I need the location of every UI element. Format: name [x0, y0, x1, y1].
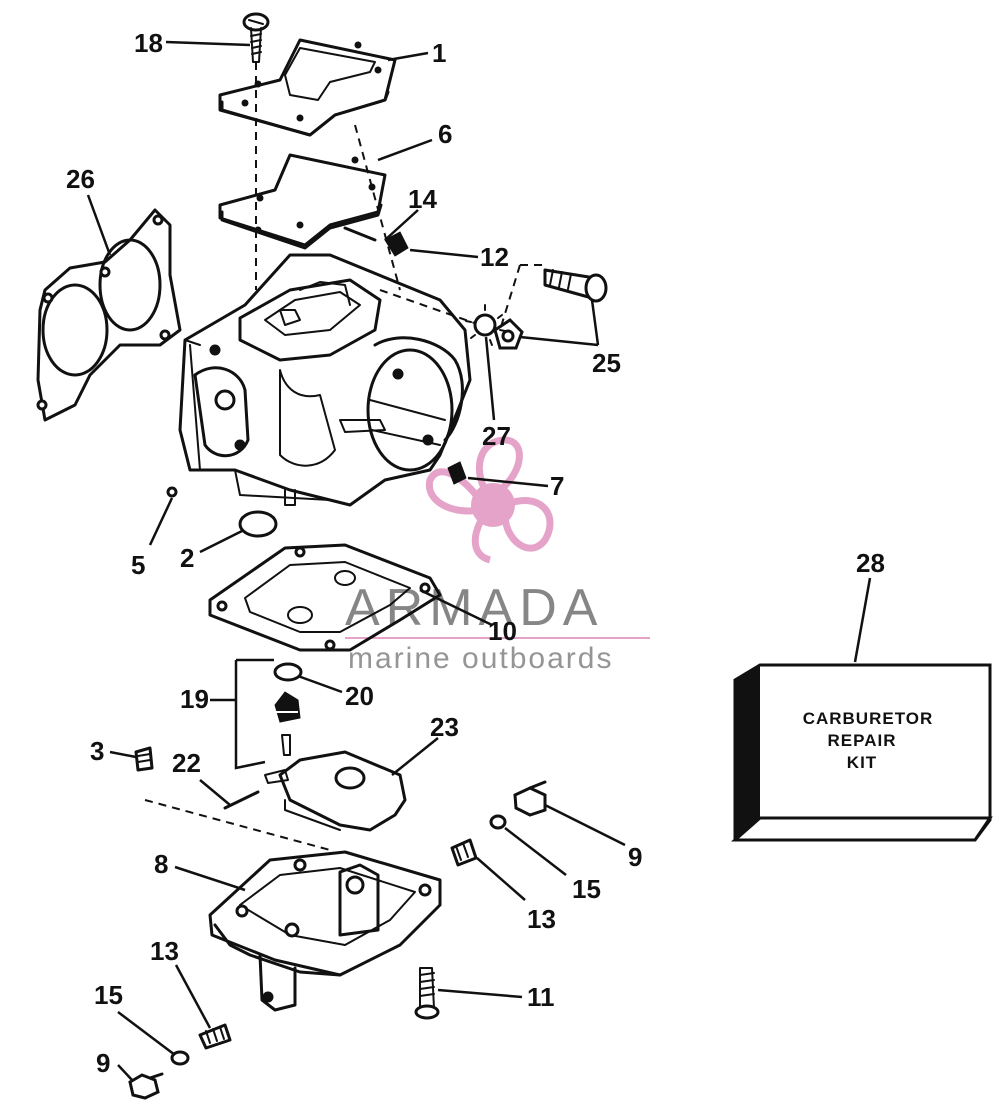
part-28-repair-kit-box: CARBURETOR REPAIR KIT — [731, 663, 993, 842]
kit-label-line1: CARBURETOR — [803, 709, 934, 728]
callout-20: 20 — [345, 681, 374, 711]
part-2-plug — [238, 510, 278, 538]
part-19-needle-seat-assembly — [234, 658, 303, 770]
part-11-screw — [414, 967, 440, 1020]
callout-7: 7 — [550, 471, 564, 501]
leader-lines — [86, 40, 872, 1081]
callout-10: 10 — [488, 616, 517, 646]
part-22-hinge-pin — [223, 790, 260, 810]
part-12-jet — [384, 231, 409, 257]
callout-28: 28 — [856, 548, 885, 578]
part-7-jet — [447, 461, 467, 485]
callout-1: 1 — [432, 38, 446, 68]
callout-3: 3 — [90, 736, 104, 766]
part-9-plug-upper — [513, 780, 547, 817]
callout-8: 8 — [154, 849, 168, 879]
part-8-float-bowl — [208, 850, 442, 1012]
part-13-jet-lower — [198, 1023, 232, 1050]
part-13-jet-upper — [450, 838, 478, 867]
callout-18: 18 — [134, 28, 163, 58]
part-27-lock-washer — [465, 304, 506, 346]
part-26-flange-gasket — [36, 208, 182, 422]
callout-5: 5 — [131, 550, 145, 580]
carburetor-body — [178, 253, 472, 507]
part-18-screw — [242, 12, 270, 63]
callout-19: 19 — [180, 684, 209, 714]
callout-labels: 18 1 6 26 14 12 25 27 7 5 2 10 20 19 23 … — [66, 28, 885, 1078]
part-25-nut — [493, 318, 524, 350]
callout-11: 11 — [527, 982, 555, 1012]
callout-14: 14 — [408, 184, 437, 214]
part-15-washer-lower — [170, 1050, 190, 1066]
callout-15-upper: 15 — [572, 874, 601, 904]
callout-9-lower: 9 — [96, 1048, 110, 1078]
callout-26: 26 — [66, 164, 95, 194]
propeller-logo — [425, 436, 554, 564]
watermark-tagline: marine outboards — [348, 642, 613, 675]
part-9-plug-lower — [128, 1072, 164, 1100]
part-3-jet — [134, 746, 154, 772]
kit-label-line2: REPAIR — [828, 731, 897, 750]
part-5-ball — [166, 486, 178, 498]
callout-13-upper: 13 — [527, 904, 556, 934]
callout-22: 22 — [172, 748, 201, 778]
callout-2: 2 — [180, 543, 194, 573]
callout-23: 23 — [430, 712, 459, 742]
kit-label-line3: KIT — [847, 753, 877, 772]
callout-25: 25 — [592, 348, 621, 378]
part-20-washer — [273, 662, 303, 682]
callout-6: 6 — [438, 119, 452, 149]
part-23-float — [264, 750, 407, 832]
callout-15-lower: 15 — [94, 980, 123, 1010]
callout-9-upper: 9 — [628, 842, 642, 872]
part-1-cover-plate — [218, 38, 397, 137]
part-10-bowl-gasket — [208, 543, 442, 652]
callout-13-lower: 13 — [150, 936, 179, 966]
part-14-pin — [343, 226, 377, 242]
callout-27: 27 — [482, 421, 511, 451]
part-15-washer-upper — [489, 814, 507, 830]
part-25-screw — [543, 268, 608, 303]
callout-12: 12 — [480, 242, 509, 272]
